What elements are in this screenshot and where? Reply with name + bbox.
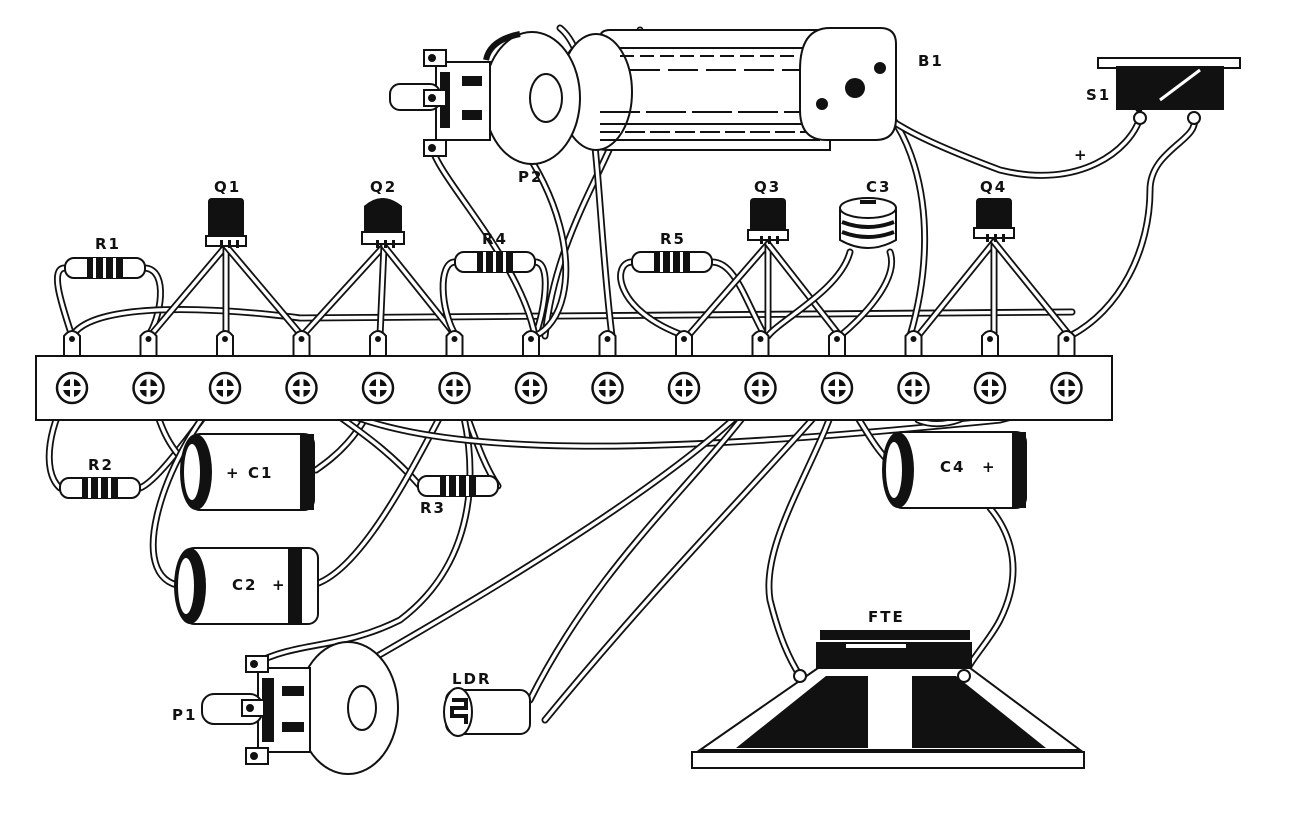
label-p2: P2 xyxy=(518,168,543,186)
wire xyxy=(250,384,474,668)
terminal-lug xyxy=(216,330,234,357)
wire xyxy=(54,264,76,340)
wire xyxy=(531,258,549,340)
switch-s1 xyxy=(1097,57,1241,125)
potentiometer-p1 xyxy=(201,641,399,775)
label-fte: FTE xyxy=(868,608,905,626)
wire xyxy=(380,242,460,340)
transistor-q3 xyxy=(747,198,789,244)
terminal-lug xyxy=(751,330,770,357)
c4-polarity: + xyxy=(982,458,997,476)
label-c2: C2 xyxy=(232,576,257,594)
terminal-screw xyxy=(1050,371,1083,405)
terminal-lug xyxy=(1057,330,1076,357)
terminal-lug xyxy=(139,330,158,357)
speaker-fte xyxy=(691,630,1085,769)
potentiometer-p2 xyxy=(389,31,581,165)
wire xyxy=(541,384,844,724)
s1-wire-polarity: + xyxy=(1074,146,1089,164)
wire xyxy=(68,306,1076,340)
wire xyxy=(764,240,844,340)
label-b1: B1 xyxy=(918,52,944,70)
label-q2: Q2 xyxy=(370,178,397,196)
label-q3: Q3 xyxy=(754,178,781,196)
label-c4: C4 xyxy=(940,458,965,476)
terminal-lug xyxy=(445,330,464,357)
capacitor-c4 xyxy=(882,431,1027,509)
terminal-lug xyxy=(292,330,311,357)
terminal-lug xyxy=(369,330,387,357)
terminal-screw xyxy=(897,371,930,405)
terminal-lug xyxy=(981,330,999,357)
wire xyxy=(222,242,306,340)
wire xyxy=(1066,114,1198,340)
wire xyxy=(439,258,460,340)
terminal-screws xyxy=(55,371,1083,405)
terminal-lug xyxy=(598,330,617,357)
resistor-r2 xyxy=(59,477,141,499)
transistor-q1 xyxy=(205,198,247,248)
terminal-lug xyxy=(904,330,923,357)
capacitor-c1 xyxy=(180,433,315,511)
resistor-r4 xyxy=(454,251,536,273)
label-r4: R4 xyxy=(482,230,508,248)
terminal-lug xyxy=(675,330,693,357)
wire xyxy=(146,242,230,340)
wire xyxy=(298,242,388,340)
label-q1: Q1 xyxy=(214,178,241,196)
battery-b1 xyxy=(558,27,897,151)
terminal-screw xyxy=(514,371,548,405)
wire xyxy=(960,504,1017,680)
label-p1: P1 xyxy=(172,706,197,724)
label-c1: C1 xyxy=(248,464,273,482)
label-c3: C3 xyxy=(866,178,891,196)
terminal-strip-board xyxy=(35,355,1113,421)
c2-polarity: + xyxy=(272,576,287,594)
transistor-q4 xyxy=(973,198,1015,242)
terminal-lug xyxy=(522,330,540,357)
capacitor-c3 xyxy=(839,197,897,249)
terminal-screw xyxy=(744,371,777,405)
resistor-r1 xyxy=(64,257,146,279)
wire xyxy=(526,384,769,704)
terminal-strip xyxy=(35,330,1113,421)
ldr-sensor xyxy=(443,687,531,737)
terminal-screw xyxy=(820,371,854,405)
terminal-screw xyxy=(667,371,701,405)
label-r3: R3 xyxy=(420,499,446,517)
terminal-screw xyxy=(285,371,318,405)
terminal-lug xyxy=(828,330,846,357)
wire xyxy=(990,238,1074,340)
label-q4: Q4 xyxy=(980,178,1007,196)
wire xyxy=(765,384,844,680)
terminal-screw xyxy=(55,371,89,405)
terminal-screw xyxy=(208,371,242,405)
terminal-lug xyxy=(63,330,81,357)
capacitor-c2 xyxy=(174,547,319,625)
label-r5: R5 xyxy=(660,230,686,248)
wire xyxy=(617,258,689,340)
terminal-screw xyxy=(973,371,1007,405)
resistor-r5 xyxy=(631,251,713,273)
wire xyxy=(428,144,539,340)
wire xyxy=(684,240,772,340)
transistor-q2 xyxy=(361,198,405,248)
label-ldr: LDR xyxy=(452,670,492,688)
wire xyxy=(914,238,998,340)
wire xyxy=(708,258,769,340)
resistor-r3 xyxy=(417,475,499,497)
terminal-screw xyxy=(132,371,165,405)
label-r2: R2 xyxy=(88,456,114,474)
wire xyxy=(376,242,388,340)
wire xyxy=(764,248,854,340)
label-s1: S1 xyxy=(1086,86,1111,104)
label-r1: R1 xyxy=(95,235,121,253)
terminal-screw xyxy=(591,371,624,405)
terminal-lugs xyxy=(63,330,1076,357)
terminal-screw xyxy=(438,371,471,405)
terminal-screw xyxy=(361,371,395,405)
c1-polarity: + xyxy=(226,464,241,482)
wire xyxy=(836,248,896,340)
